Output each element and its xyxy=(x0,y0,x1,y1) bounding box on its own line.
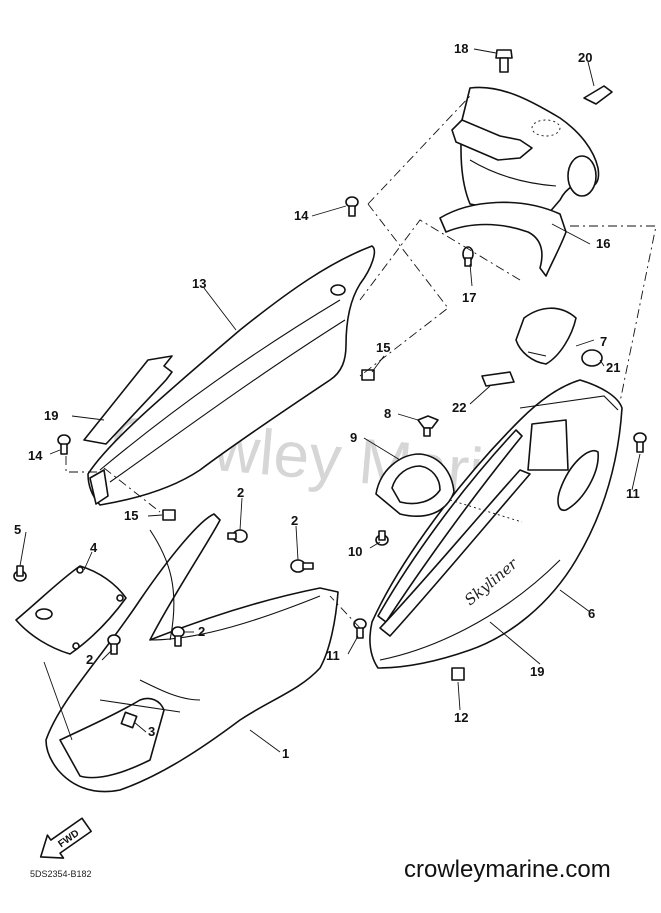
screw-part-5 xyxy=(13,565,27,582)
callout-11a: 11 xyxy=(326,648,340,663)
cap-part-21 xyxy=(581,349,603,367)
callout-11b: 11 xyxy=(626,486,640,501)
clip-part-15-left xyxy=(162,509,176,521)
callout-15a: 15 xyxy=(124,508,138,523)
stripe-part-19-right xyxy=(379,469,531,637)
callout-12: 12 xyxy=(454,710,468,725)
callout-2c: 2 xyxy=(198,624,205,639)
callout-8: 8 xyxy=(384,406,391,421)
screw-part-2-b xyxy=(290,559,314,573)
callout-19a: 19 xyxy=(44,408,58,423)
callout-6: 6 xyxy=(588,606,595,621)
callout-2a: 2 xyxy=(237,485,244,500)
screw-part-14-left xyxy=(57,434,71,455)
callout-1: 1 xyxy=(282,746,289,761)
screw-part-2-a xyxy=(227,529,248,543)
callout-4: 4 xyxy=(90,540,98,555)
callout-17: 17 xyxy=(462,290,476,305)
lid-part-7 xyxy=(515,307,577,365)
leader-lines xyxy=(19,48,641,753)
callout-20: 20 xyxy=(578,50,592,65)
site-url[interactable]: crowleymarine.com xyxy=(404,856,611,883)
callout-21: 21 xyxy=(606,360,620,375)
callout-7: 7 xyxy=(600,334,607,349)
callout-16: 16 xyxy=(596,236,610,251)
callout-2d: 2 xyxy=(86,652,93,667)
carrier-part-9 xyxy=(375,453,455,517)
lower-cover-part-1 xyxy=(45,513,339,793)
screw-part-11-left xyxy=(353,618,367,639)
callout-9: 9 xyxy=(350,430,357,445)
wing-nut-part-8 xyxy=(417,415,439,437)
side-cover-part-13 xyxy=(87,245,376,506)
nut-part-12 xyxy=(451,667,465,681)
screw-part-2-d xyxy=(107,634,121,655)
grommet-part-17 xyxy=(462,246,474,267)
tail-cover-part-16 xyxy=(439,86,600,277)
callout-13: 13 xyxy=(192,276,206,291)
callout-18: 18 xyxy=(454,41,468,56)
fwd-arrow-icon: FWD xyxy=(39,817,92,859)
callout-19b: 19 xyxy=(530,664,544,679)
stripe-part-19-left xyxy=(83,355,173,445)
callout-3: 3 xyxy=(148,724,155,739)
diagram-code: 5DS2354-B182 xyxy=(30,869,92,879)
screw-part-11-right xyxy=(633,432,647,453)
panel-part-4 xyxy=(15,565,127,655)
bracket-part-22 xyxy=(481,371,515,387)
callout-14b: 14 xyxy=(28,448,43,463)
callout-2b: 2 xyxy=(291,513,298,528)
assembly-lines xyxy=(65,95,657,629)
screw-part-14-top xyxy=(345,196,359,217)
callout-14a: 14 xyxy=(294,208,309,223)
emblem-part-20 xyxy=(583,85,613,105)
callout-22: 22 xyxy=(452,400,466,415)
bolt-part-18 xyxy=(495,49,513,73)
callout-5: 5 xyxy=(14,522,21,537)
callout-15b: 15 xyxy=(376,340,390,355)
callout-10: 10 xyxy=(348,544,362,559)
side-cover-part-6: Skyliner xyxy=(369,379,623,669)
